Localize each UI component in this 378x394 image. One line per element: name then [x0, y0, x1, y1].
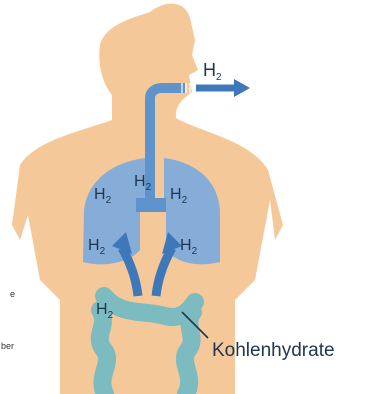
- bronchi: [136, 198, 166, 212]
- h2-label-exhale: H2: [203, 60, 222, 83]
- edge-fragment-top: e: [10, 289, 15, 299]
- carbohydrates-label: Kohlenhydrate: [212, 340, 335, 361]
- edge-fragment-bottom: ber: [1, 341, 14, 351]
- exhale-arrow-head: [234, 79, 250, 97]
